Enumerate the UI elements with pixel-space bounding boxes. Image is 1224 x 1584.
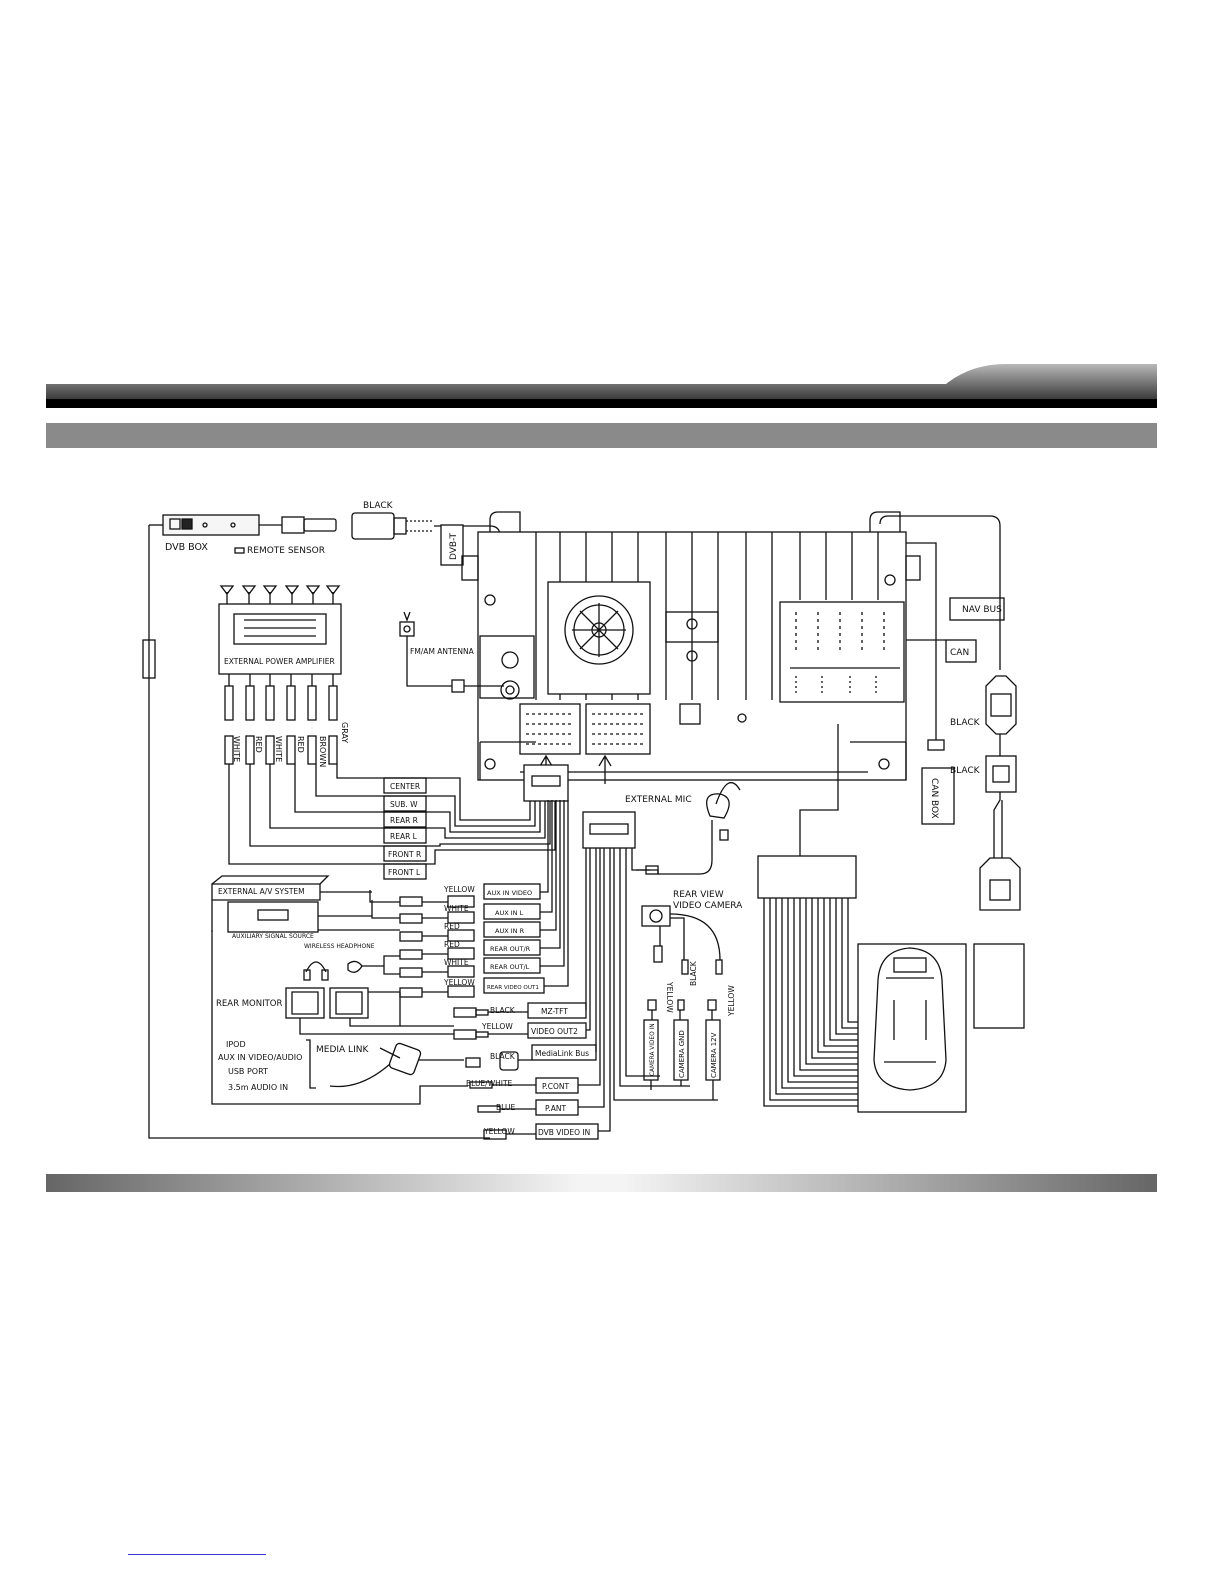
lower-wire-label: P.CONT [542,1082,569,1091]
ipod-label: IPOD [226,1040,246,1049]
speaker-output-label: CENTER [390,782,420,791]
aux-signal-label: AUXILIARY SIGNAL SOURCE [232,933,314,940]
ext-amp-label: EXTERNAL POWER AMPLIFIER [224,657,335,666]
head-unit [461,511,921,781]
camera-wire-label: CAMERA 12V [710,1032,718,1078]
camera-wire-label: CAMERA GND [678,1030,686,1078]
lower-wire-color: YELLOW [483,1127,515,1136]
av-wires [369,800,569,998]
speaker-output-label: REAR L [390,832,418,841]
ext-av-label: EXTERNAL A/V SYSTEM [218,887,305,896]
amp-wire-color: GRAY [340,722,349,743]
section-strip [46,423,1157,448]
dvb-box-label: DVB BOX [165,542,208,553]
amp-wire-color: WHITE [274,736,283,762]
lower-wire-color: BLUE/WHITE [466,1079,513,1088]
audio-in-label: 3.5m AUDIO IN [228,1083,288,1092]
lower-wire-color: YELLOW [481,1022,513,1031]
fm-am-antenna-label: FM/AM ANTENNA [410,647,475,656]
av-wire-label: REAR OUT/R [490,945,531,953]
lower-wire-color: BLUE [496,1103,515,1112]
av-wire-color: YELLOW [443,885,475,894]
external-mic-label: EXTERNAL MIC [625,795,692,805]
remote-sensor-label: REMOTE SENSOR [247,546,325,556]
camera-wire-color: YELLOW [727,985,736,1017]
media-link [306,1039,464,1089]
footer-link-underline [128,1554,266,1555]
lower-wire-color: BLACK [490,1052,516,1061]
usb-port-label: USB PORT [228,1067,268,1076]
rear-view-camera [641,905,723,1100]
rear-view-label-2: VIDEO CAMERA [673,901,743,911]
wireless-headphone [303,955,400,981]
speaker-output-label: SUB. W [390,800,418,809]
external-mic [636,781,741,875]
camera-wire-label: CAMERA VIDEO IN [650,1023,656,1076]
fm-am-antenna [399,611,504,693]
lower-wire-label: DVB VIDEO IN [538,1128,590,1137]
lower-wire-label: MediaLink Bus [535,1049,589,1058]
av-wire-label: AUX IN VIDEO [487,889,532,897]
speaker-output-label: REAR R [390,816,418,825]
black-r1-label: BLACK [950,718,981,728]
lower-wire-color: BLACK [490,1006,516,1015]
lower-wire-label: MZ-TFT [541,1007,568,1016]
av-wire-label: REAR VIDEO OUT1 [487,985,539,991]
camera-wire-color: BLACK [689,960,698,986]
av-wire-color: YELLOW [443,978,475,987]
rear-monitor [285,987,454,1035]
external-amplifier [218,585,342,765]
av-wire-label: AUX IN L [495,909,524,917]
aux-in-av-label: AUX IN VIDEO/AUDIO [218,1053,302,1062]
can-section [879,515,1025,1029]
rear-view-label-1: REAR VIEW [673,890,724,900]
speaker-output-label: FRONT L [388,868,421,877]
av-wire-color: RED [444,922,460,931]
speaker-output-label: FRONT R [388,850,421,859]
header-band [46,362,1157,408]
dvb-t-label: DVB-T [449,532,459,560]
av-wire-label: REAR OUT/L [490,963,530,971]
amp-wire-color: RED [254,736,263,753]
footer-band [46,1174,1157,1192]
lower-wire-label: VIDEO OUT2 [531,1027,578,1036]
black-top-label: BLACK [363,501,394,511]
black-r2-label: BLACK [950,766,981,776]
camera-wire-color: YELLOW [665,981,674,1013]
can-label: CAN [950,648,969,658]
av-wire-color: WHITE [444,958,469,967]
amp-wire-color: WHITE [232,736,241,762]
av-wire-color: WHITE [444,904,469,913]
external-av-system [211,875,468,1105]
rear-monitor-label: REAR MONITOR [216,999,282,1009]
lower-wire-label: P.ANT [545,1104,566,1113]
vehicle-harness [757,724,967,1113]
nav-bus-label: NAV BUS [962,605,1002,615]
can-box-label: CAN BOX [929,778,939,819]
media-link-label: MEDIA LINK [316,1045,369,1055]
av-wire-label: AUX IN R [495,927,525,935]
amp-wire-color: BROWN [318,736,327,767]
lower-wires [453,848,718,1140]
av-wire-color: RED [444,940,460,949]
wireless-headphone-label: WIRELESS HEADPHONE [304,943,375,950]
amp-wire-color: RED [296,736,305,753]
dvb-box [162,514,337,554]
